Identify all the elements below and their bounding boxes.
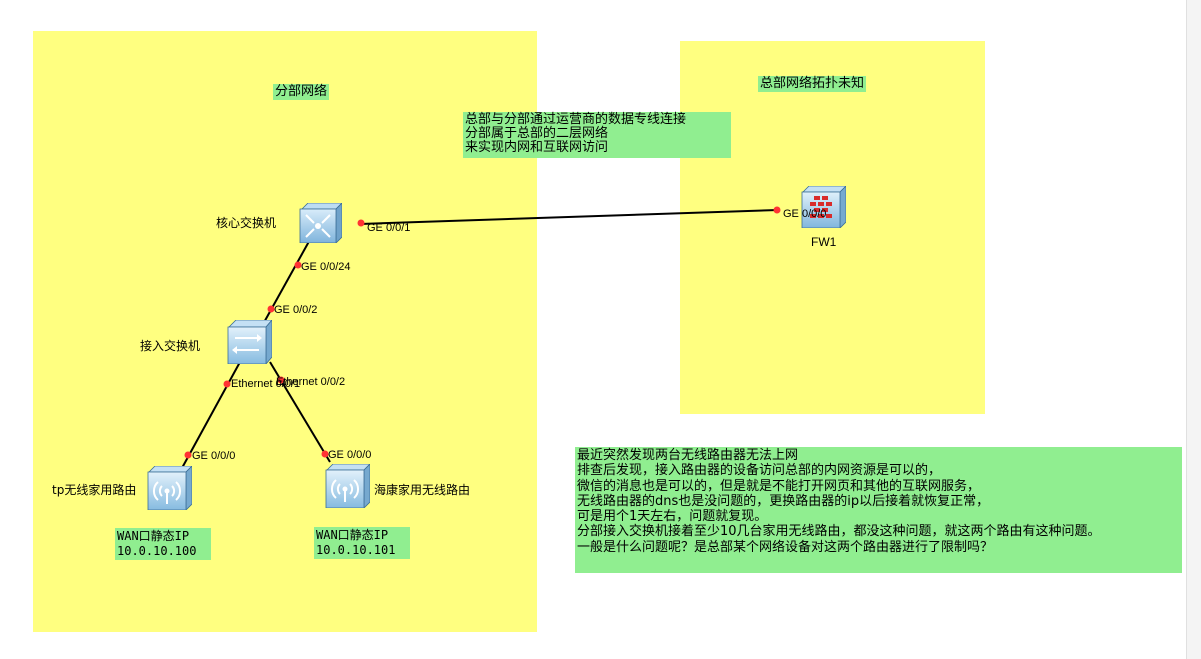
port-dot-tp-ge000: [184, 451, 192, 459]
port-label-core-ge0024: GE 0/0/24: [301, 261, 351, 273]
vertical-scrollbar[interactable]: [1186, 0, 1201, 659]
link-core-fw1: [359, 209, 779, 225]
problem-description-note: 最近突然发现两台无线路由器无法上网 排查后发现，接入路由器的设备访问总部的内网资…: [575, 447, 1182, 573]
access-switch-icon[interactable]: [226, 318, 273, 366]
link-access-tp: [181, 361, 241, 469]
port-dot-access-eth2: [277, 376, 285, 384]
port-label-access-eth2: Ethernet 0/0/2: [276, 376, 346, 388]
hq-network-title: 总部网络拓扑未知: [758, 76, 867, 92]
port-label-access-ge002: GE 0/0/2: [274, 304, 318, 316]
port-label-tp-ge000: GE 0/0/0: [192, 450, 236, 462]
fw1-label: FW1: [811, 235, 837, 249]
port-dot-access-eth1: [223, 380, 231, 388]
access-switch-label: 接入交换机: [140, 339, 201, 353]
port-label-access-eth1: Ethernet 0/0/1: [231, 378, 301, 390]
port-dot-access-ge002: [267, 305, 275, 313]
hik-wireless-router-icon[interactable]: [324, 463, 371, 509]
branch-network-title: 分部网络: [273, 84, 330, 100]
link-description-note: 总部与分部通过运营商的数据专线连接 分部属于总部的二层网络 来实现内网和互联网访…: [463, 112, 731, 158]
tp-router-label: tp无线家用路由: [52, 483, 137, 497]
port-dot-fw-ge000: [773, 206, 781, 214]
tp-router-ip-note: WAN口静态IP 10.0.10.100: [115, 528, 211, 560]
port-label-fw-ge000: GE 0/0/0: [783, 208, 827, 220]
port-dot-hik-ge000: [321, 450, 329, 458]
core-switch-label: 核心交换机: [216, 216, 277, 230]
port-label-core-ge001: GE 0/0/1: [367, 222, 411, 234]
firewall-icon[interactable]: [800, 185, 847, 229]
port-dot-core-ge0024: [294, 261, 302, 269]
port-dot-core-ge001: [357, 219, 365, 227]
hik-router-label: 海康家用无线路由: [374, 483, 471, 497]
port-label-hik-ge000: GE 0/0/0: [328, 449, 372, 461]
core-switch-icon[interactable]: [298, 202, 343, 244]
tp-wireless-router-icon[interactable]: [146, 465, 193, 511]
hik-router-ip-note: WAN口静态IP 10.0.10.101: [314, 527, 410, 559]
